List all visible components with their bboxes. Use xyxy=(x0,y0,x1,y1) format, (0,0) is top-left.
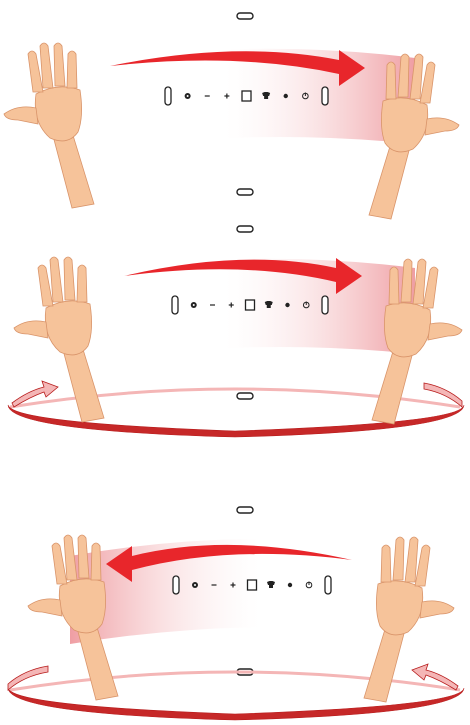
pill-icon xyxy=(164,86,172,106)
shirt-icon xyxy=(264,301,273,308)
power-icon xyxy=(302,301,310,309)
gear-icon xyxy=(190,302,197,308)
power-icon xyxy=(305,581,313,589)
shirt-icon xyxy=(262,92,271,99)
sensor-icon xyxy=(236,225,254,233)
square-icon xyxy=(244,299,256,311)
power-icon xyxy=(302,92,309,100)
gesture-band xyxy=(70,258,415,364)
dot-icon xyxy=(285,302,290,308)
pill-icon xyxy=(321,86,329,106)
hand-icon xyxy=(363,536,455,703)
sensor-icon xyxy=(236,392,254,400)
hand-icon xyxy=(368,53,460,220)
control-strip xyxy=(164,86,329,106)
gesture-band xyxy=(70,538,415,644)
rotation-ring-icon xyxy=(7,663,465,721)
swipe-arrow-icon xyxy=(124,258,362,294)
pill-icon xyxy=(171,295,179,315)
pill-icon xyxy=(324,575,332,595)
shirt-icon xyxy=(267,581,275,588)
sensor-icon xyxy=(236,12,254,20)
sensor-icon xyxy=(236,506,254,514)
sensor-icon xyxy=(236,188,254,196)
hand-icon xyxy=(27,534,119,701)
hand-icon xyxy=(3,42,95,209)
swipe-arrow-icon xyxy=(106,544,352,582)
square-icon xyxy=(246,579,258,591)
gear-icon xyxy=(192,582,198,588)
hand-icon xyxy=(371,258,463,425)
square-icon xyxy=(241,90,252,102)
control-strip xyxy=(172,575,332,595)
swipe-arrow-icon xyxy=(110,50,365,86)
hand-icon xyxy=(13,256,105,423)
panel-3 xyxy=(7,506,465,721)
panel-2 xyxy=(7,225,465,438)
dot-icon xyxy=(287,582,293,588)
dot-icon xyxy=(283,93,288,99)
plus-icon xyxy=(230,582,236,588)
pill-icon xyxy=(321,295,329,315)
plus-icon xyxy=(224,93,230,99)
plus-icon xyxy=(228,302,234,308)
panel-1 xyxy=(3,12,460,220)
pill-icon xyxy=(172,575,180,595)
gear-icon xyxy=(184,93,191,99)
control-strip xyxy=(171,295,329,315)
